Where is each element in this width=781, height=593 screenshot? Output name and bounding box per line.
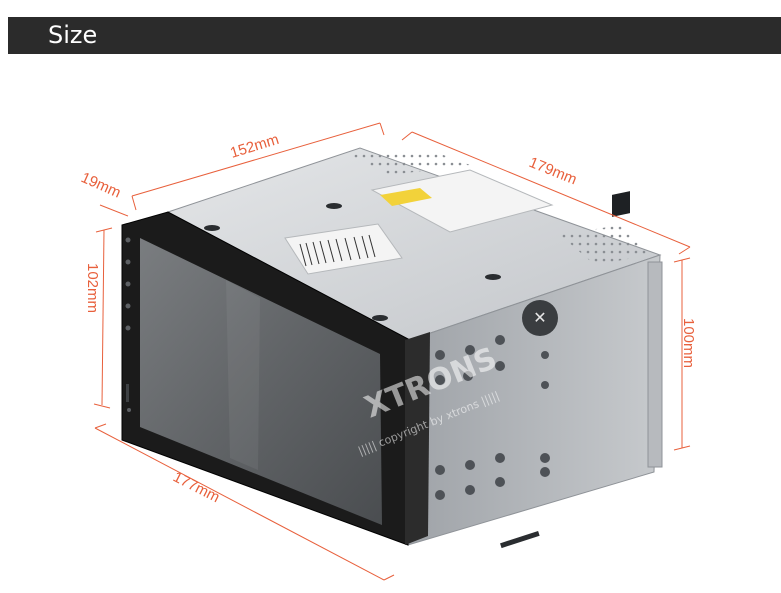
barcode	[299, 234, 376, 267]
vent-holes-top-right	[560, 225, 650, 265]
top-slot	[326, 203, 342, 209]
spec-label-sticker	[370, 169, 554, 233]
dimension-depth: 179mm	[527, 154, 580, 189]
dimension-lines	[93, 122, 691, 581]
sd-slot	[126, 384, 129, 402]
header-bar: Size	[8, 17, 781, 54]
bezel-buttons	[125, 237, 131, 412]
rear-bracket	[647, 261, 663, 468]
top-slot	[372, 315, 388, 321]
vent-holes-top-left	[350, 150, 470, 175]
bezel-edge	[405, 332, 430, 545]
top-slot	[485, 274, 501, 280]
warning-label	[380, 188, 432, 206]
top-slot	[204, 225, 220, 231]
screen-reflection	[226, 280, 260, 470]
side-slot	[612, 191, 630, 217]
side-mounting-holes	[435, 335, 550, 500]
badge-x-icon: ✕	[533, 308, 546, 327]
page-title: Size	[48, 21, 98, 49]
dimension-rear-height: 100mm	[680, 318, 697, 368]
xtrons-badge	[522, 300, 558, 336]
dimension-screen-height: 102mm	[84, 263, 101, 313]
dimension-bezel-depth: 19mm	[78, 169, 123, 201]
dimension-top-width: 152mm	[228, 131, 281, 162]
side-slot-long	[500, 530, 540, 549]
barcode-label	[284, 223, 403, 275]
touch-screen	[140, 238, 382, 525]
